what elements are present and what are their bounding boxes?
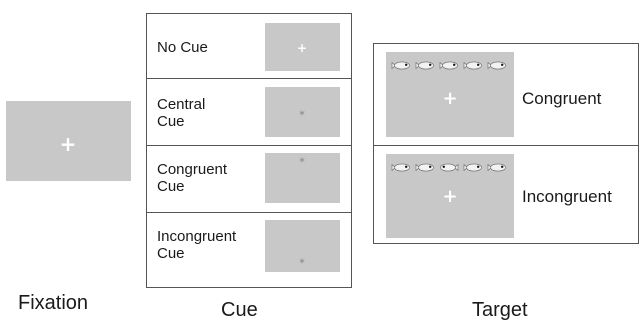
target-row-divider xyxy=(374,145,638,146)
fixation-cross-icon: + xyxy=(296,41,308,55)
fish-right-icon xyxy=(391,61,410,70)
target-panel: + Congruent + Incongruent xyxy=(373,43,639,244)
fixation-cross-icon: + xyxy=(442,186,458,207)
cue-label-central-cue: Central Cue xyxy=(157,96,206,130)
cue-screen-no-cue: + xyxy=(265,23,340,71)
flanker-row xyxy=(391,163,509,173)
fish-right-icon xyxy=(463,61,482,70)
cue-row-divider xyxy=(147,145,351,146)
flanker-row xyxy=(391,61,509,71)
cue-row-divider xyxy=(147,78,351,79)
fish-right-icon xyxy=(415,61,434,70)
fish-right-icon xyxy=(487,163,506,172)
target-label-congruent: Congruent xyxy=(522,89,602,108)
fish-right-icon xyxy=(391,163,410,172)
target-screen-incongruent: + xyxy=(386,154,514,238)
cue-caption: Cue xyxy=(221,299,258,321)
cue-screen-congruent-cue: * xyxy=(265,153,340,203)
fixation-cross-icon: + xyxy=(59,132,77,156)
target-screen-congruent: + xyxy=(386,52,514,137)
target-label-incongruent: Incongruent xyxy=(522,187,612,206)
cue-panel: No Cue + Central Cue * Congruent Cue * I… xyxy=(146,13,352,288)
asterisk-cue-icon: * xyxy=(299,155,305,169)
fixation-screen: + xyxy=(6,101,131,181)
cue-label-no-cue: No Cue xyxy=(157,39,208,56)
fish-right-icon xyxy=(439,61,458,70)
fish-left-icon xyxy=(440,163,459,172)
cue-screen-central-cue: * xyxy=(265,87,340,137)
cue-row-divider xyxy=(147,212,351,213)
cue-label-incongruent-cue: Incongruent Cue xyxy=(157,228,237,262)
asterisk-cue-icon: * xyxy=(299,108,305,122)
fish-right-icon xyxy=(415,163,434,172)
fixation-caption: Fixation xyxy=(18,292,89,314)
fixation-cross-icon: + xyxy=(442,88,458,109)
cue-label-congruent-cue: Congruent Cue xyxy=(157,161,228,195)
fish-right-icon xyxy=(487,61,506,70)
target-caption: Target xyxy=(472,299,528,321)
cue-screen-incongruent-cue: * xyxy=(265,220,340,272)
fish-right-icon xyxy=(463,163,482,172)
asterisk-cue-icon: * xyxy=(299,256,305,270)
